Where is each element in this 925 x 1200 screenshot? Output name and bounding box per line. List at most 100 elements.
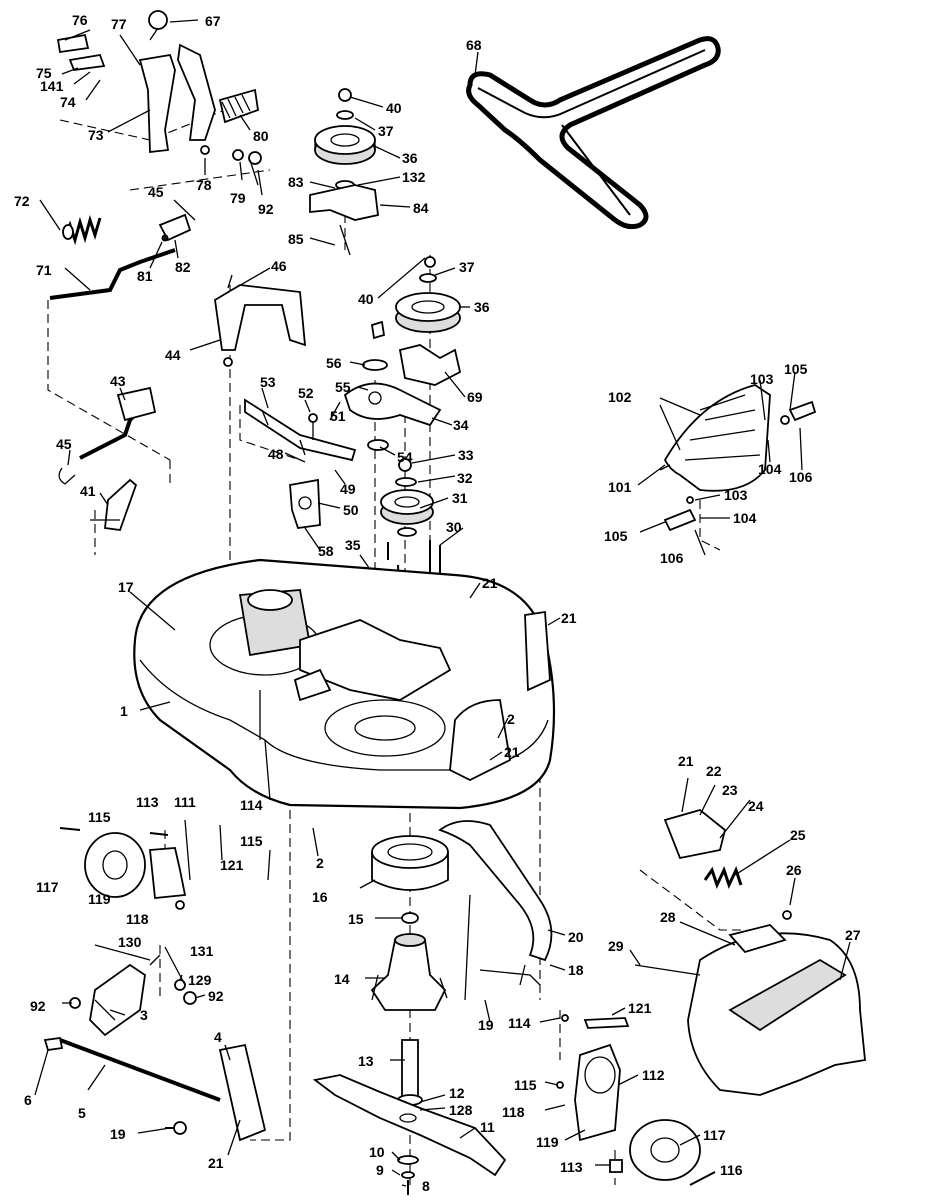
label-52: 52 [298,385,314,401]
label-112: 112 [642,1067,665,1083]
label-132: 132 [402,169,426,185]
label-8: 8 [422,1178,430,1194]
label-27: 27 [845,927,861,943]
label-141: 141 [40,78,64,94]
label-5: 5 [78,1105,86,1121]
label-25: 25 [790,827,806,843]
label-118-right: 118 [502,1104,525,1120]
label-31: 31 [452,490,468,506]
idler-arm-assembly [244,359,442,462]
label-37-top: 37 [378,123,394,139]
label-30: 30 [446,519,462,535]
label-3: 3 [140,1007,148,1023]
label-10: 10 [369,1144,385,1160]
label-131: 131 [190,943,214,959]
label-21-deck-top: 21 [482,575,498,591]
label-1: 1 [120,703,128,719]
label-72: 72 [14,193,30,209]
deck-housing [133,558,556,810]
label-2-low: 2 [316,855,324,871]
label-20: 20 [568,929,584,945]
label-45-mid: 45 [56,436,72,452]
label-15: 15 [348,911,364,927]
belt-guide-20 [438,820,553,1001]
label-71: 71 [36,262,52,278]
label-76: 76 [72,12,88,28]
label-26: 26 [786,862,802,878]
label-104-low: 104 [733,510,757,526]
label-13: 13 [358,1053,374,1069]
label-111: 111 [174,794,196,810]
label-128: 128 [449,1102,473,1118]
label-16: 16 [312,889,328,905]
label-82: 82 [175,259,191,275]
lift-bracket-assembly [56,10,262,186]
label-105-low: 105 [604,528,628,544]
label-92-top: 92 [258,201,274,217]
label-115-left-low: 115 [240,833,263,849]
label-22: 22 [706,763,722,779]
label-117-right: 117 [703,1127,726,1143]
label-103-low: 103 [724,487,748,503]
label-12: 12 [449,1085,465,1101]
label-75: 75 [36,65,52,81]
label-106-top: 106 [789,469,813,485]
label-118-left: 118 [126,911,149,927]
label-21-deck-low: 21 [504,744,520,760]
label-73: 73 [88,127,104,143]
label-92-left: 92 [30,998,46,1014]
label-116: 116 [720,1162,743,1178]
label-84: 84 [413,200,429,216]
label-29: 29 [608,938,624,954]
label-56: 56 [326,355,342,371]
label-36-mid: 36 [474,299,490,315]
label-41: 41 [80,483,96,499]
label-40-mid: 40 [358,291,374,307]
label-43: 43 [110,373,126,389]
label-17: 17 [118,579,134,595]
label-37-mid: 37 [459,259,475,275]
lift-arm-43 [58,386,157,531]
label-103-top: 103 [750,371,774,387]
label-46: 46 [271,258,287,274]
label-33: 33 [458,447,474,463]
idler-pulley-middle [370,256,462,386]
label-36-top: 36 [402,150,418,166]
label-119-left: 119 [88,891,111,907]
label-83: 83 [288,174,304,190]
label-104-top: 104 [758,461,782,477]
label-6: 6 [24,1092,32,1108]
label-49: 49 [340,481,356,497]
label-34: 34 [453,417,469,433]
label-129: 129 [188,972,212,988]
label-117-left: 117 [36,879,59,895]
label-4: 4 [214,1029,222,1045]
label-50: 50 [343,502,359,518]
bracket-58 [289,478,321,529]
spindle-housing [370,835,449,1106]
label-19-mid: 19 [478,1017,494,1033]
label-14: 14 [334,971,350,987]
discharge-chute [659,384,817,532]
label-18-right: 18 [568,962,584,978]
label-58: 58 [318,543,334,559]
spindle-pulley-32 [380,458,434,537]
label-79: 79 [230,190,246,206]
label-114-left: 114 [240,797,263,813]
label-21-right: 21 [678,753,694,769]
label-80: 80 [253,128,269,144]
mower-blade [312,1074,507,1195]
label-101: 101 [608,479,632,495]
label-69: 69 [467,389,483,405]
label-119-right: 119 [536,1134,559,1150]
label-21-deck-right: 21 [561,610,577,626]
label-45-top: 45 [148,184,164,200]
label-53: 53 [260,374,276,390]
gauge-wheel-left [59,819,271,910]
label-24: 24 [748,798,764,814]
label-92-right: 92 [208,988,224,1004]
label-114-right: 114 [508,1015,531,1031]
label-32: 32 [457,470,473,486]
label-113-right: 113 [560,1159,583,1175]
